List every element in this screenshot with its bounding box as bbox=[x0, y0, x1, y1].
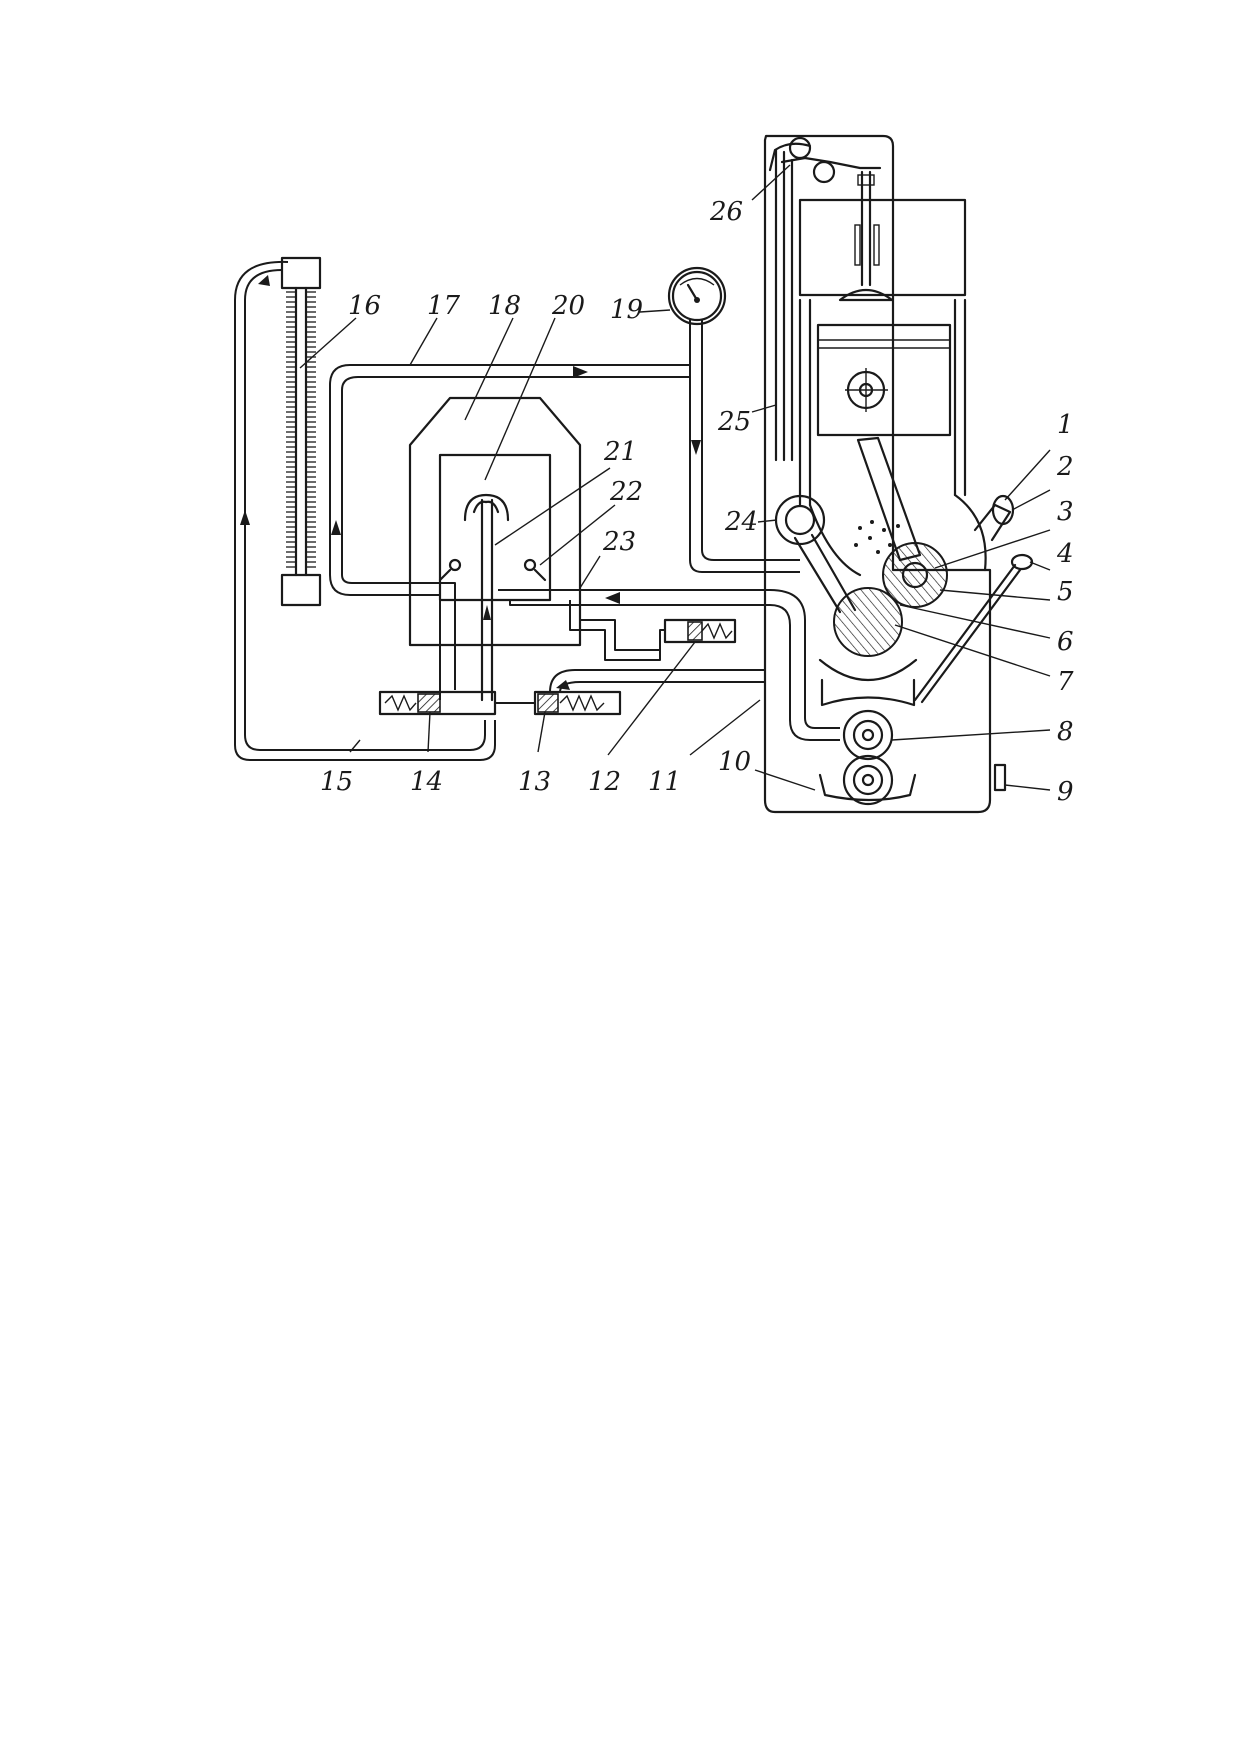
oil-filter bbox=[408, 396, 582, 702]
label-24: 24 bbox=[724, 507, 758, 537]
label-6: 6 bbox=[1057, 627, 1074, 657]
label-8: 8 bbox=[1057, 717, 1074, 747]
label-17: 17 bbox=[427, 291, 461, 321]
label-14: 14 bbox=[410, 767, 443, 797]
label-10: 10 bbox=[718, 747, 751, 777]
leader-lines bbox=[299, 164, 1051, 791]
oil-cooler bbox=[234, 256, 496, 761]
oil-spray bbox=[854, 520, 900, 554]
label-21: 21 bbox=[603, 437, 637, 467]
label-25: 25 bbox=[717, 407, 751, 437]
callout-labels: 1 2 3 4 5 6 7 8 9 10 11 12 13 14 15 16 1… bbox=[320, 197, 1074, 807]
pressure-gauge bbox=[667, 266, 727, 326]
label-19: 19 bbox=[610, 295, 643, 325]
label-3: 3 bbox=[1057, 497, 1074, 527]
label-16: 16 bbox=[348, 291, 381, 321]
label-20: 20 bbox=[551, 291, 585, 321]
label-18: 18 bbox=[488, 291, 521, 321]
label-7: 7 bbox=[1057, 667, 1074, 697]
engine-block bbox=[763, 134, 1034, 814]
label-23: 23 bbox=[602, 527, 636, 557]
label-12: 12 bbox=[588, 767, 621, 797]
label-2: 2 bbox=[1056, 452, 1074, 482]
label-4: 4 bbox=[1056, 539, 1074, 569]
label-9: 9 bbox=[1057, 777, 1074, 807]
label-1: 1 bbox=[1057, 410, 1074, 440]
label-15: 15 bbox=[320, 767, 353, 797]
label-13: 13 bbox=[518, 767, 551, 797]
label-5: 5 bbox=[1057, 577, 1074, 607]
label-22: 22 bbox=[609, 477, 643, 507]
label-26: 26 bbox=[709, 197, 743, 227]
label-11: 11 bbox=[648, 767, 681, 797]
oil-lines bbox=[329, 320, 840, 741]
